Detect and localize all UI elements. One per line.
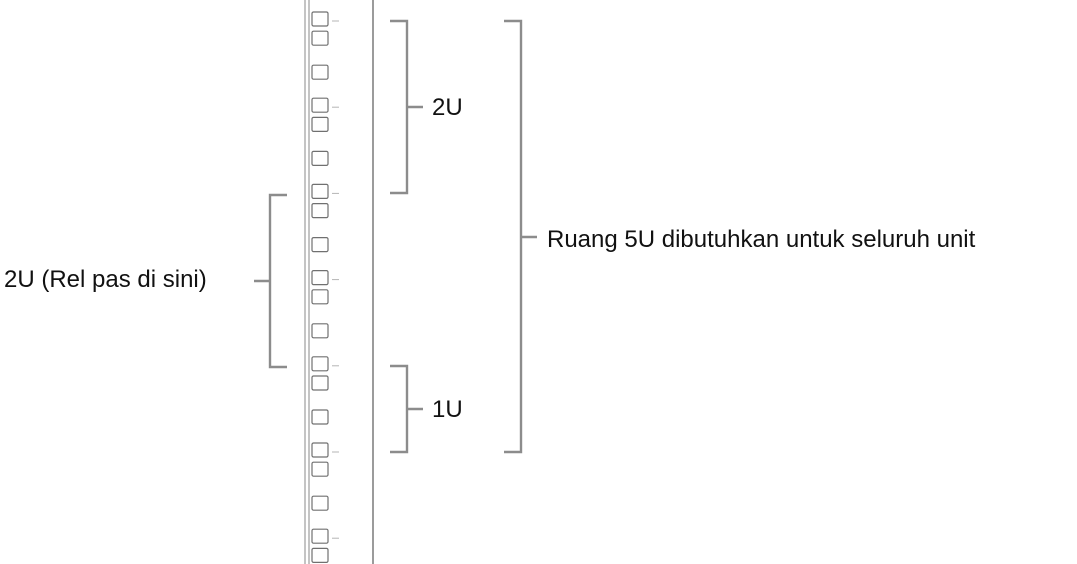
label-top-2u: 2U	[432, 94, 463, 121]
rack-hole	[311, 461, 329, 477]
rack-unit-ticks	[332, 20, 339, 539]
rack-holes	[311, 11, 329, 564]
rack-hole	[311, 64, 329, 80]
bracket-bottom-1u	[390, 364, 423, 454]
bracket-rail-2u	[254, 193, 287, 369]
rack-hole	[311, 116, 329, 133]
rack-hole	[311, 323, 329, 339]
rack-hole	[311, 289, 329, 305]
rack-hole	[311, 356, 329, 372]
label-bottom-1u: 1U	[432, 396, 463, 423]
rack-hole	[311, 442, 329, 458]
bracket-top-2u	[390, 19, 423, 195]
label-rail-2u: 2U (Rel pas di sini)	[4, 266, 207, 293]
brackets	[254, 19, 537, 454]
rack-hole	[311, 150, 329, 166]
rack-hole	[311, 270, 329, 286]
rack-hole	[311, 495, 329, 511]
rack-hole	[311, 97, 329, 113]
rack-rail	[304, 0, 374, 564]
rack-hole	[311, 547, 329, 564]
rack-hole	[311, 11, 329, 27]
bracket-total-5u	[504, 19, 537, 454]
rack-hole	[311, 30, 329, 46]
rack-hole	[311, 203, 329, 219]
label-total-space: Ruang 5U dibutuhkan untuk seluruh unit	[547, 226, 976, 253]
rack-hole	[311, 237, 329, 253]
rack-hole	[311, 409, 329, 425]
rack-hole	[311, 375, 329, 391]
rack-hole	[311, 183, 329, 199]
rack-hole	[311, 528, 329, 544]
